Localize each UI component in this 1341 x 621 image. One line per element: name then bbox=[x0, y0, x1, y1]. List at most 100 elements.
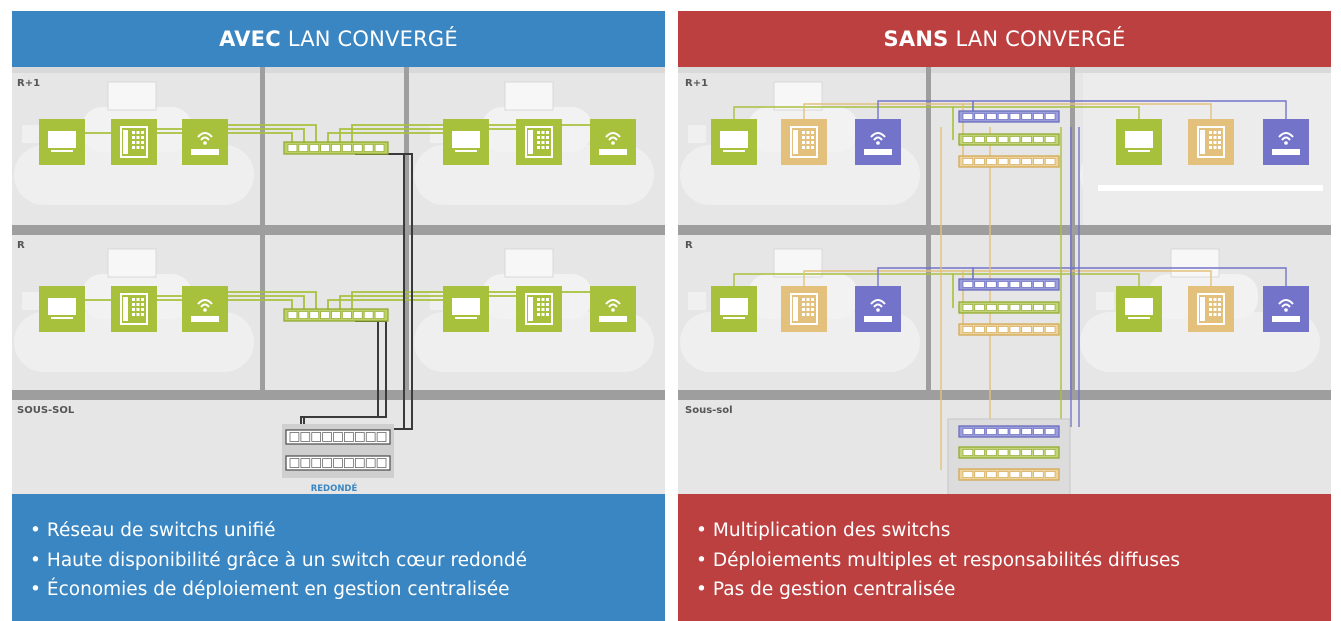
monitor-icon bbox=[452, 131, 480, 148]
bookshelf bbox=[22, 292, 40, 310]
device-phone bbox=[516, 119, 562, 165]
walls bbox=[678, 67, 1331, 400]
switch-port bbox=[1021, 449, 1032, 456]
switch-port bbox=[376, 458, 387, 468]
phone-key bbox=[541, 303, 545, 306]
switch-port bbox=[1009, 449, 1021, 456]
wifi-dot bbox=[611, 141, 615, 145]
switch-port bbox=[1021, 304, 1032, 311]
desk-phone-icon bbox=[120, 293, 148, 325]
bookshelf bbox=[688, 292, 706, 310]
switch-port bbox=[322, 458, 332, 468]
phone-key bbox=[132, 313, 135, 316]
monitor-icon bbox=[720, 131, 748, 148]
access-point-body bbox=[599, 149, 627, 155]
switch-port bbox=[1009, 471, 1021, 478]
partition-wall bbox=[1070, 67, 1075, 225]
wifi-access-point-icon bbox=[197, 132, 213, 138]
phone-key bbox=[1209, 146, 1212, 149]
switch-body bbox=[958, 133, 1060, 146]
switch-port bbox=[974, 281, 985, 288]
monitor-icon bbox=[48, 298, 76, 315]
bullet-item: Haute disponibilité grâce à un switch cœ… bbox=[30, 546, 665, 576]
phone-key bbox=[806, 136, 810, 139]
phone-key bbox=[802, 313, 805, 316]
phone-key bbox=[1213, 136, 1217, 139]
switch-port bbox=[997, 158, 1009, 165]
device-phone bbox=[516, 286, 562, 332]
phone-key bbox=[802, 131, 805, 134]
phone-key bbox=[546, 308, 549, 311]
ceiling-band bbox=[12, 67, 665, 73]
switches bbox=[947, 110, 1071, 494]
phone-key bbox=[132, 146, 135, 149]
phone-key bbox=[546, 303, 549, 306]
phone-key bbox=[132, 131, 135, 134]
device-screen bbox=[711, 119, 757, 165]
switch-port bbox=[986, 136, 997, 143]
phone-key bbox=[811, 131, 814, 134]
phone-handset bbox=[1200, 130, 1205, 154]
switch-port bbox=[311, 458, 322, 468]
phone-key bbox=[537, 298, 540, 301]
switch-port bbox=[1033, 304, 1044, 311]
wifi-arc bbox=[1281, 136, 1291, 141]
cable bbox=[962, 270, 1212, 330]
device-screen bbox=[443, 286, 489, 332]
monitor-icon bbox=[452, 298, 480, 315]
floor-slab bbox=[678, 390, 1331, 400]
window bbox=[504, 248, 554, 278]
switch-port bbox=[365, 432, 376, 442]
access-point-body bbox=[1272, 316, 1300, 322]
bullet-item: Économies de déploiement en gestion cent… bbox=[30, 575, 665, 605]
phone-key bbox=[811, 313, 814, 316]
wifi-access-point-icon bbox=[870, 299, 886, 305]
phone-key bbox=[1218, 131, 1221, 134]
switch-port bbox=[974, 158, 985, 165]
bookshelf bbox=[22, 125, 40, 143]
switch-port bbox=[997, 471, 1009, 478]
phone-key bbox=[1218, 303, 1221, 306]
wifi-dot bbox=[876, 141, 880, 145]
monitor-stand bbox=[1128, 150, 1150, 152]
phone-key bbox=[806, 131, 810, 134]
switch-port bbox=[974, 304, 985, 311]
switch-port bbox=[986, 158, 997, 165]
switch-port bbox=[331, 311, 341, 319]
bullet-item: Pas de gestion centralisée bbox=[696, 575, 1331, 605]
floor-slab bbox=[12, 390, 665, 400]
switch-port bbox=[962, 113, 974, 120]
header-strong: AVEC bbox=[219, 27, 281, 51]
phone-key bbox=[136, 146, 140, 149]
switch-port bbox=[309, 144, 320, 152]
partition-wall bbox=[1070, 235, 1075, 390]
phone-key bbox=[141, 131, 144, 134]
switch-body bbox=[958, 468, 1060, 481]
phone-key bbox=[136, 298, 140, 301]
network-switch-icon bbox=[958, 468, 1060, 481]
switch-body bbox=[958, 446, 1060, 459]
phone-key bbox=[537, 146, 540, 149]
cable bbox=[952, 273, 1140, 308]
switch-port bbox=[962, 158, 974, 165]
phone-key bbox=[1209, 131, 1212, 134]
switch-port bbox=[1021, 158, 1032, 165]
switch-body bbox=[958, 155, 1060, 168]
partition-wall bbox=[260, 67, 265, 225]
desk bbox=[1098, 185, 1323, 191]
switch-port bbox=[1044, 449, 1056, 456]
bullet-item: Réseau de switchs unifié bbox=[30, 516, 665, 546]
switch-port bbox=[1044, 113, 1056, 120]
phone-key bbox=[132, 303, 135, 306]
switch-port bbox=[974, 326, 985, 333]
floor-slab bbox=[12, 225, 665, 235]
wifi-dot bbox=[1284, 141, 1288, 145]
switch-port bbox=[298, 144, 309, 152]
switch-port bbox=[1044, 281, 1056, 288]
window bbox=[773, 248, 823, 278]
switch-port bbox=[342, 311, 352, 319]
switch-port bbox=[300, 458, 311, 468]
phone-key bbox=[541, 308, 545, 311]
window bbox=[504, 81, 554, 111]
switch-port bbox=[997, 326, 1009, 333]
